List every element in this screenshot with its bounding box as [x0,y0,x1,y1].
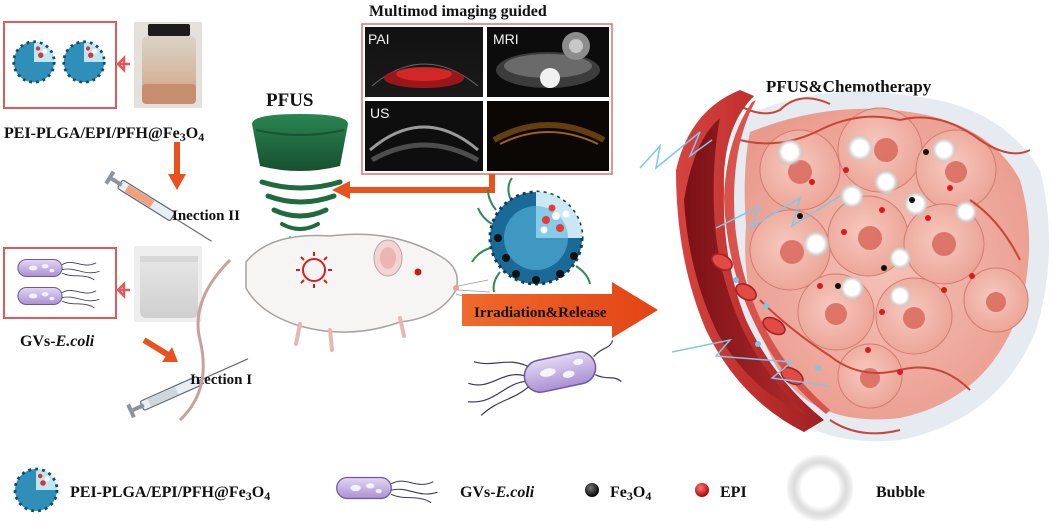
fluorescence-panel [487,101,609,171]
imaging-group: Multimod imaging guided PAI MRI US [332,3,612,199]
injection-1-group: Inection I [126,340,252,418]
bacteria-vial [134,246,202,322]
us-panel: US [365,101,483,171]
legend-fe3o4-icon [585,483,599,497]
pai-panel: PAI [365,27,483,97]
release-label: Irradiation&Release [474,305,607,321]
large-nanoparticle-icon [472,178,590,292]
arrow-left-icon [118,284,130,296]
mri-panel: MRI [487,27,609,97]
svg-text:MRI: MRI [493,31,519,47]
nanoparticle-icon [64,42,105,83]
legend-bubble-icon [786,454,854,522]
bacteria-label: GVs-E.coli [20,333,95,350]
bacteria-frame [4,248,116,318]
pfus-label: PFUS [266,90,314,111]
legend-nanoparticle-icon [15,469,57,511]
arrow-left-icon [118,58,130,70]
pfus-group: PFUS [252,90,348,241]
legend-epi-icon [695,483,709,497]
svg-text:US: US [370,105,389,121]
nanoparticle-vial [134,22,202,108]
nanoparticle-icon [14,42,55,83]
injection-2-label: Inection II [172,208,240,224]
bacteria-formulation-group: GVs-E.coli [4,246,202,350]
mouse-illustration [180,234,490,420]
release-arrow: Irradiation&Release [462,282,658,338]
legend-fe3o4-label: Fe3O4 [610,484,651,503]
legend-nanoparticle-label: PEI-PLGA/EPI/PFH@Fe3O4 [70,484,270,503]
large-bacteria-icon [460,333,622,418]
therapy-group: PFUS&Chemotherapy [640,77,1049,441]
legend-bacteria-label: GVs-E.coli [460,484,535,501]
legend-bubble-label: Bubble [876,484,925,501]
imaging-title: Multimod imaging guided [369,3,547,20]
ultrasound-waves-icon [262,182,340,241]
injection-2-group: Inection II [104,142,240,247]
nanoparticle-label: PEI-PLGA/EPI/PFH@Fe3O4 [4,125,204,144]
guidance-arrow [346,174,492,190]
ultrasound-transducer-icon [252,114,348,171]
nanoparticle-formulation-group: PEI-PLGA/EPI/PFH@Fe3O4 [4,22,204,144]
legend-bacteria-icon [337,478,438,503]
legend-epi-label: EPI [720,484,747,501]
svg-text:PAI: PAI [368,31,390,47]
legend: PEI-PLGA/EPI/PFH@Fe3O4 GVs-E.coli Fe3O4 … [15,454,925,522]
